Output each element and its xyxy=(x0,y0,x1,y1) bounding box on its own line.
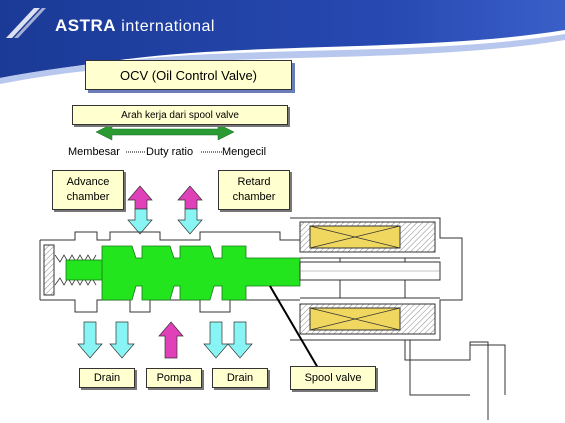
spool-valve-label: Spool valve xyxy=(290,366,376,390)
retard-arrow xyxy=(177,185,203,235)
drain-left-label: Drain xyxy=(79,368,135,388)
page-title: OCV (Oil Control Valve) xyxy=(85,60,292,90)
pump-arrow xyxy=(158,321,184,359)
drain-right-label: Drain xyxy=(212,368,268,388)
drain-arrow-left-1 xyxy=(77,321,103,359)
advance-arrow xyxy=(127,185,153,235)
header-graphic xyxy=(0,0,565,84)
direction-label: Arah kerja dari spool valve xyxy=(72,105,288,125)
spool-pointer xyxy=(269,285,319,369)
advance-chamber-label: Advance chamber xyxy=(52,170,124,210)
duty-right-label: Mengecil xyxy=(222,146,267,158)
duty-left-label: Membesar xyxy=(68,146,120,158)
duty-middle-label: Duty ratio xyxy=(146,146,194,158)
pump-label: Pompa xyxy=(146,368,202,388)
spool-valve xyxy=(65,245,301,301)
logo-mark xyxy=(6,8,40,38)
retard-chamber-label: Retard chamber xyxy=(218,170,290,210)
valve-housing xyxy=(39,231,300,313)
drain-arrow-right-1 xyxy=(203,321,229,359)
brand-logo: ASTRA international xyxy=(55,16,215,35)
direction-arrow xyxy=(95,123,235,141)
header-banner: ASTRA international xyxy=(0,0,565,92)
drain-arrow-right-2 xyxy=(227,321,253,359)
drain-arrow-left-2 xyxy=(109,321,135,359)
